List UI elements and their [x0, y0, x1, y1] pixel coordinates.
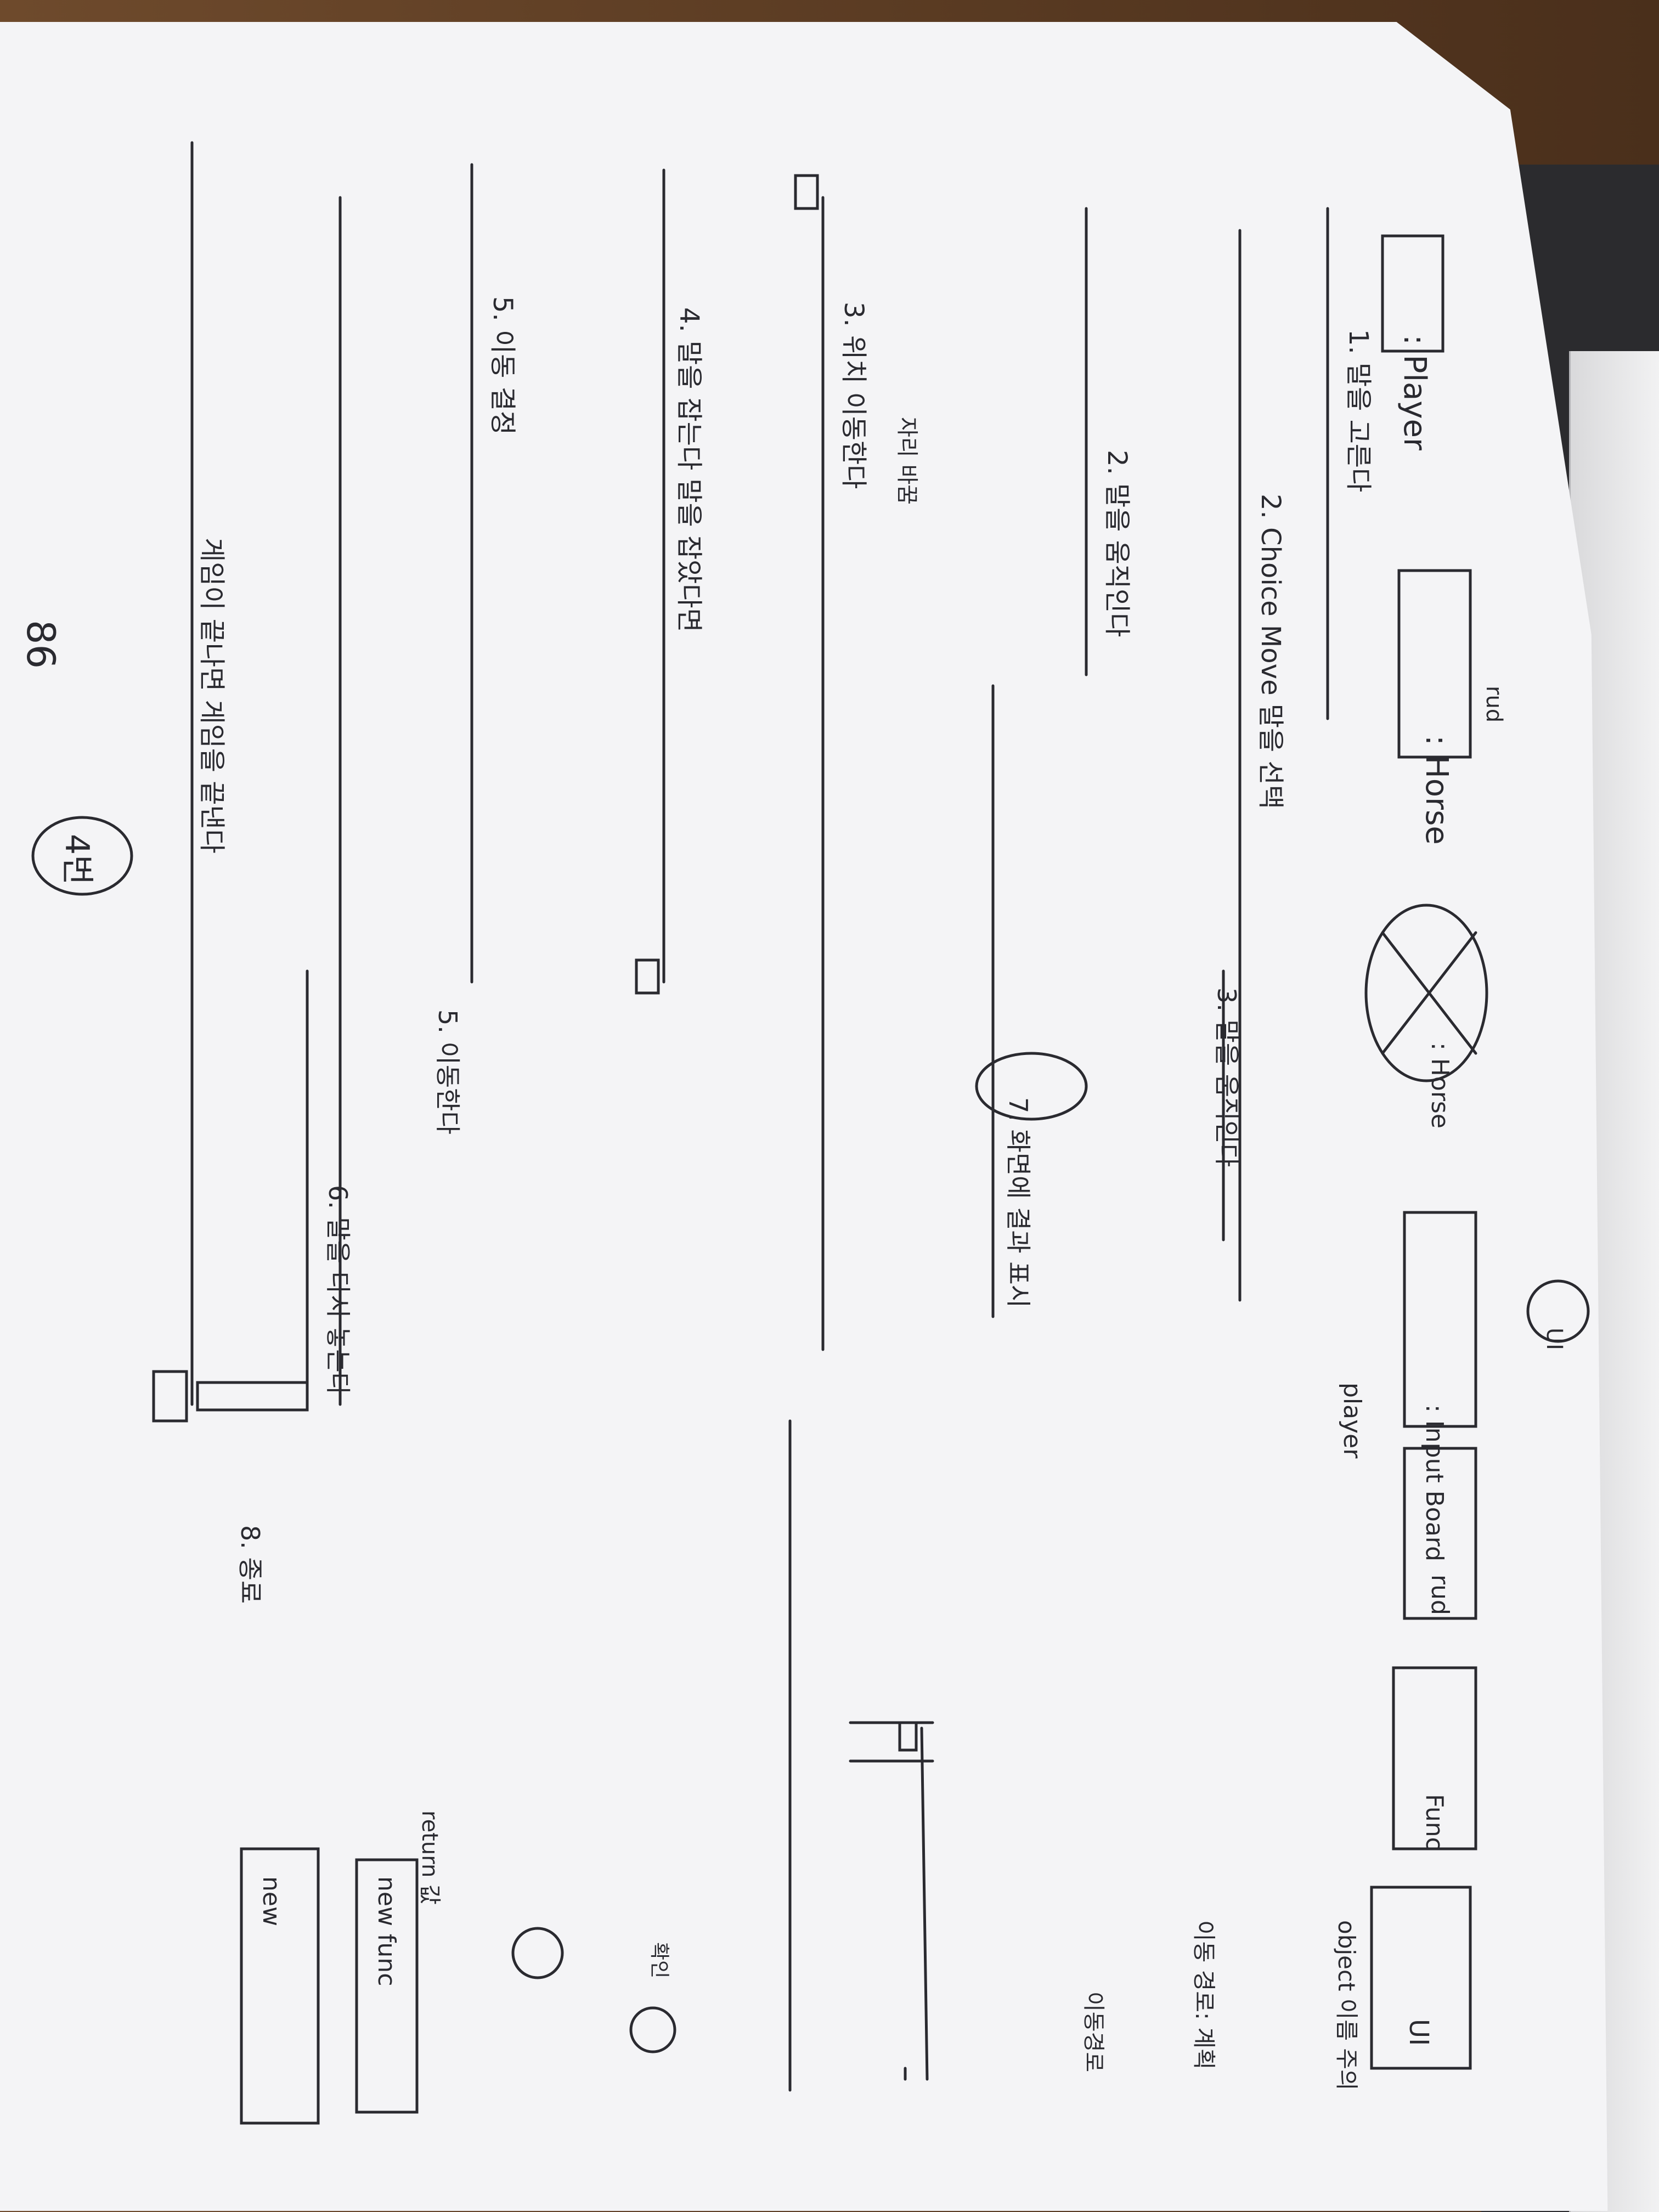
label-horse2: : Horse [1426, 1042, 1454, 1128]
ui-circle [1526, 1279, 1590, 1343]
check-circle [511, 1927, 564, 1979]
message-5-text: 5. 이동 결정 [487, 296, 518, 435]
page-number-86: 86 [18, 620, 63, 669]
note-new-func: new func [373, 1876, 400, 1986]
message-7-text: 7. 화면에 결과 표시 [1003, 1097, 1033, 1308]
paper-sheet [0, 22, 1608, 2211]
label-func: Func [1420, 1794, 1448, 1850]
player-box [1381, 234, 1444, 353]
label-ui: UI [1542, 1328, 1567, 1350]
label-ui2: UI [1403, 2019, 1434, 2046]
rud-box [1403, 1447, 1477, 1620]
message-5b-text: 5. 이동한다 [433, 1009, 462, 1135]
func-box [1392, 1666, 1477, 1850]
message-3a-text: 3. 말을 움직인다 [1212, 988, 1242, 1167]
note-object: object 이름 주의 [1333, 1920, 1360, 2091]
activation-5 [898, 1721, 918, 1752]
message-3b-text: 3. 위치 이동한다 [838, 302, 869, 489]
message-8-text: 8. 종료 [235, 1525, 265, 1604]
horse-box [1397, 569, 1472, 759]
message-6-text: 6. 말을 다시 놓는다 [323, 1185, 353, 1396]
note-ellipse [975, 1052, 1088, 1121]
note-attr: 이동 경로: 계획 [1190, 1920, 1217, 2070]
message-1-text: 1. 말을 고른다 [1343, 329, 1374, 492]
note-attr-sub: 이동경로 [1081, 1991, 1106, 2072]
activation-2 [635, 958, 660, 995]
circled-note: 4번 [58, 834, 96, 885]
note-return: return 값 [417, 1810, 442, 1905]
label-rud: rud [1426, 1575, 1454, 1615]
message-3-note: 자리 바꿈 [894, 417, 919, 505]
label-list-note: player [1338, 1383, 1366, 1459]
ui-box [1370, 1886, 1472, 2070]
crossed-object-ellipse [1364, 904, 1488, 1082]
label-input-board: : Input Board [1420, 1404, 1448, 1561]
message-2b-text: 2. 말을 움직인다 [1102, 450, 1132, 637]
label-horse-note: rud [1481, 686, 1506, 723]
new-circle [629, 2006, 676, 2053]
note-check: 확인 [648, 1942, 670, 1978]
message-4-text: 4. 말을 잡는다 말을 잡았다면 [674, 307, 704, 633]
note-box-new [240, 1847, 320, 2125]
note-new-label: new [257, 1876, 285, 1926]
label-player: : Player [1397, 335, 1432, 451]
activation-4 [196, 1381, 309, 1412]
cross-out-line-2 [1381, 931, 1477, 1055]
input-board-box [1403, 1211, 1477, 1428]
message-2-text: 2. Choice Move 말을 선택 [1255, 494, 1286, 809]
activation-3 [152, 1370, 188, 1423]
label-horse: : Horse [1419, 735, 1454, 845]
page-number-circle [31, 816, 133, 896]
bracket-line [920, 1726, 929, 2081]
activation-1 [794, 174, 819, 210]
note-box-func [355, 1858, 419, 2114]
message-end-text: 게임이 끝나면 게임을 끝낸다 [196, 538, 227, 854]
